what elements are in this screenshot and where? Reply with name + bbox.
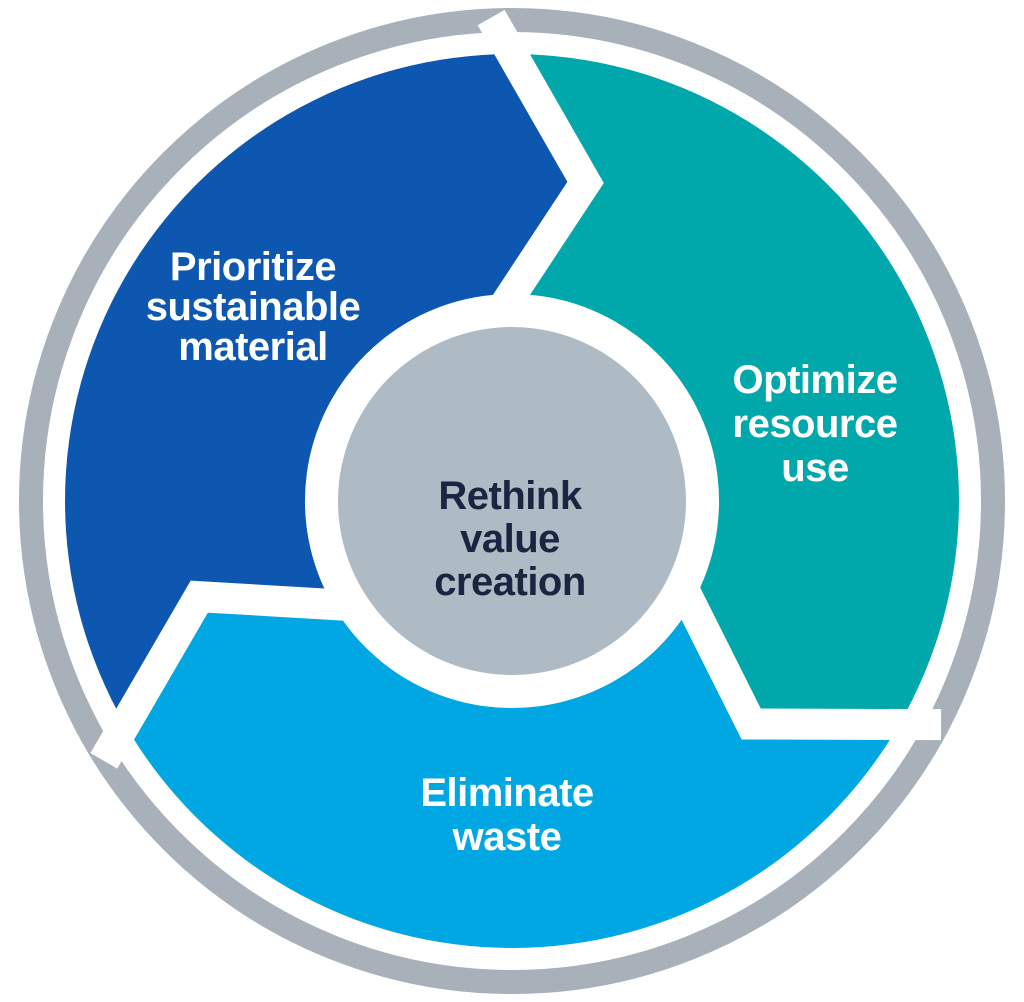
outer-ring [19, 8, 1005, 994]
segment-divider [90, 580, 376, 769]
segment-prioritize-sustainable-material [65, 54, 586, 725]
center-circle [338, 327, 686, 675]
segment-eliminate-waste [124, 596, 900, 948]
segment-optimize-resource-use [512, 54, 959, 725]
segment-divider [658, 560, 942, 741]
segment-divider [475, 9, 604, 338]
segment-dividers [90, 9, 942, 769]
segment-arrows [65, 54, 959, 948]
